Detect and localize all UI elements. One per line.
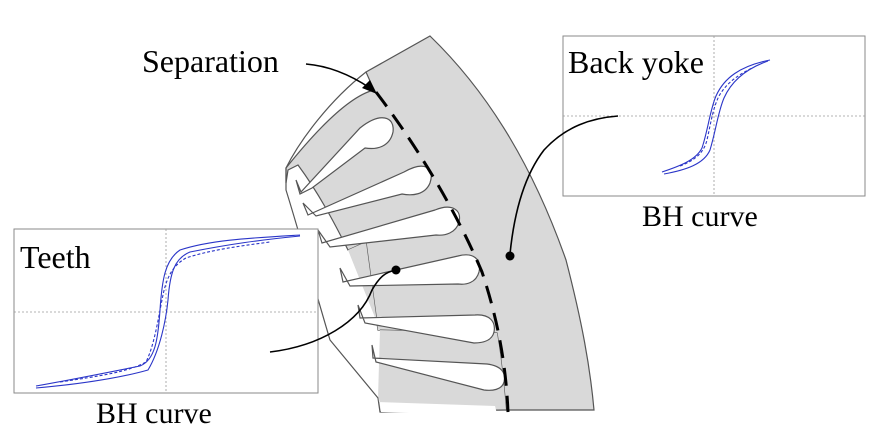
teeth-leader-line <box>269 269 397 353</box>
teeth-bh-curve-label: BH curve <box>96 397 212 430</box>
slot-2 <box>302 165 432 217</box>
teeth-point-dot <box>391 265 401 275</box>
slot-5 <box>357 304 495 344</box>
separation-arrowhead <box>362 80 377 94</box>
slot-1 <box>295 117 394 195</box>
slot-6 <box>371 344 506 391</box>
separation-label: Separation <box>142 43 279 79</box>
separation-line <box>374 91 510 413</box>
slot-7 <box>378 392 497 414</box>
teeth-curve-lower <box>35 235 301 389</box>
stator-slots <box>295 117 506 414</box>
yoke-curve-upper <box>661 59 771 173</box>
stator-outline-inner <box>285 71 507 413</box>
teeth-curve-minor <box>59 241 271 383</box>
back-yoke-label: Back yoke <box>568 44 704 80</box>
teeth-label: Teeth <box>20 239 91 275</box>
separation-arrow-line <box>305 63 371 89</box>
yoke-leader-line <box>509 115 619 255</box>
yoke-bh-curve-label: BH curve <box>642 200 758 233</box>
yoke-curve-lower <box>663 60 769 175</box>
teeth-bh-panel <box>13 228 319 394</box>
yoke-point-dot <box>505 251 515 261</box>
yoke-curve-minor <box>679 67 753 167</box>
slot-4 <box>339 254 481 287</box>
